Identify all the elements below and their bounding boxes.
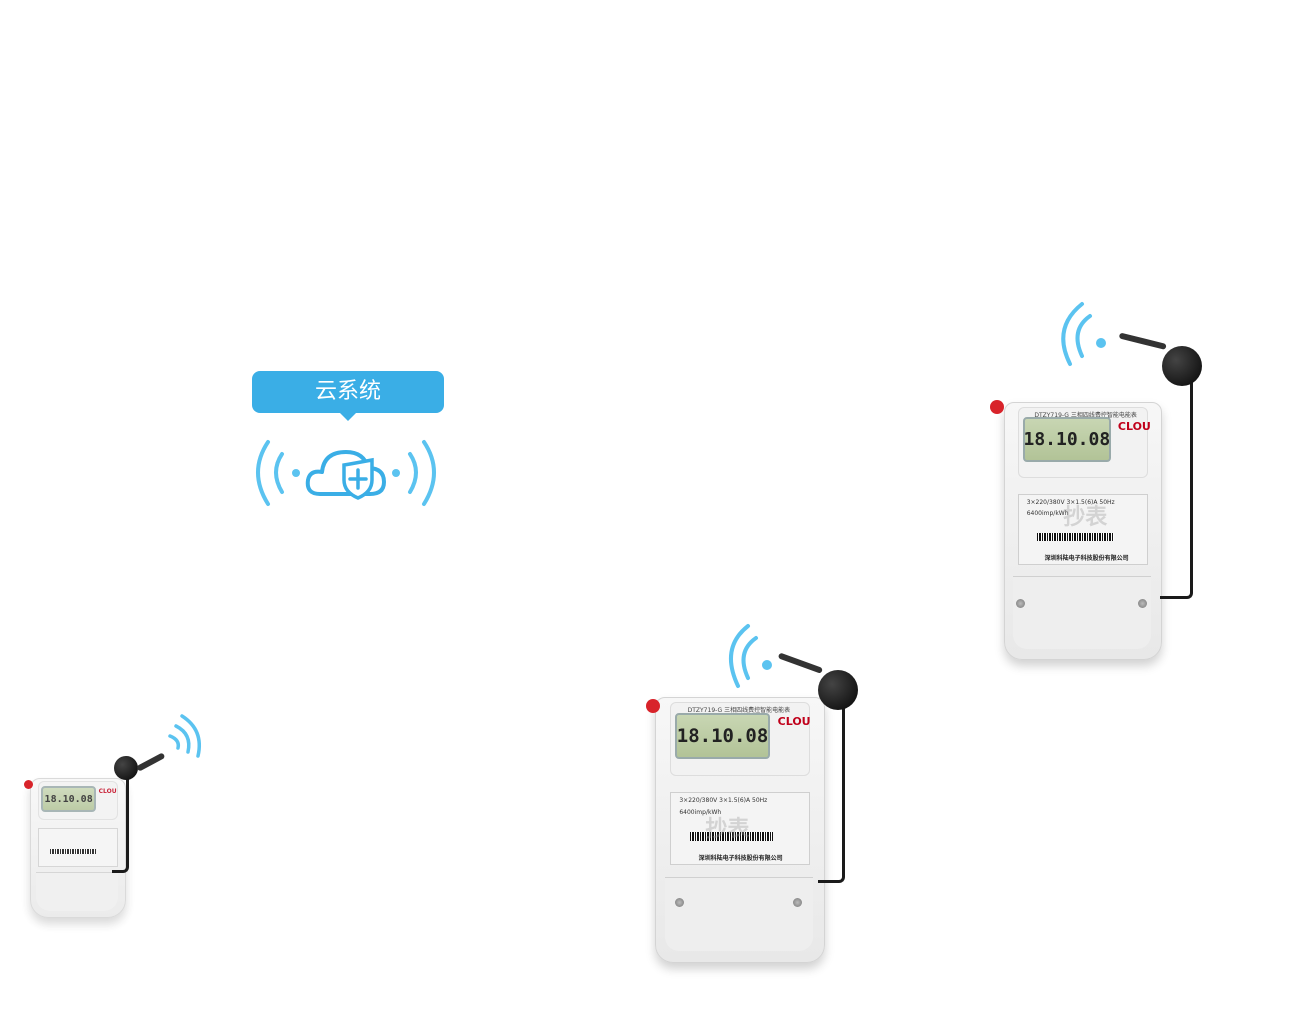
screw — [1138, 599, 1148, 609]
screw — [1016, 599, 1026, 609]
antenna-cable — [1160, 378, 1193, 599]
meter-brand: CLOU — [98, 787, 117, 795]
cloud-system-label-text: 云系统 — [314, 379, 381, 404]
meter-nameplate: 3×220/380V 3×1.5(6)A 50Hz 6400imp/kWh 深圳… — [1018, 494, 1148, 566]
cloud-shield-icon — [256, 440, 436, 506]
meter-lcd-display: 18.10.08 — [1022, 417, 1111, 463]
meter-lcd-display: 18.10.08 — [675, 712, 770, 760]
wifi-signal-icon — [729, 624, 772, 688]
watermark: 抄表 — [1063, 505, 1108, 531]
meter-small-left: 18.10.08 CLOU — [30, 778, 126, 918]
barcode — [50, 849, 97, 854]
meter-terminal-cover — [665, 876, 813, 952]
seal-icon — [24, 780, 33, 789]
seal-icon — [646, 699, 660, 713]
screw — [675, 897, 685, 907]
antenna-base — [818, 670, 858, 710]
antenna-cable — [818, 705, 845, 883]
meter-constant: 6400imp/kWh — [679, 808, 722, 816]
meter-model: DTZY719-G 三相四线费控智能电能表 — [687, 707, 791, 715]
meter-manufacturer: 深圳科陆电子科技股份有限公司 — [1044, 555, 1129, 563]
meter-center: DTZY719-G 三相四线费控智能电能表 18.10.08 CLOU 3×22… — [655, 697, 825, 963]
barcode — [690, 832, 774, 841]
antenna-cable — [112, 778, 129, 873]
barcode — [1036, 533, 1114, 542]
antenna-base — [114, 756, 138, 780]
meter-manufacturer: 深圳科陆电子科技股份有限公司 — [698, 854, 783, 862]
antenna-base — [1162, 346, 1202, 386]
watermark: 抄表 — [705, 816, 750, 842]
cloud-system-label: 云系统 — [252, 371, 444, 421]
meter-model: DTZY719-G 三相四线费控智能电能表 — [1034, 412, 1137, 420]
wifi-signal-icon — [168, 714, 201, 758]
meter-spec: 3×220/380V 3×1.5(6)A 50Hz — [1026, 499, 1115, 507]
antenna-rod — [777, 652, 824, 674]
meter-spec: 3×220/380V 3×1.5(6)A 50Hz — [679, 797, 768, 805]
meter-brand: CLOU — [1117, 419, 1151, 433]
screw — [792, 897, 802, 907]
meter-terminal-cover — [1013, 576, 1151, 649]
meter-right: DTZY719-G 三相四线费控智能电能表 18.10.08 CLOU 3×22… — [1004, 402, 1162, 660]
meter-nameplate — [38, 827, 118, 867]
meter-lcd-display: 18.10.08 — [41, 786, 97, 813]
seal-icon — [990, 400, 1004, 414]
meter-terminal-cover — [35, 871, 119, 912]
wifi-signal-icon — [1061, 302, 1106, 366]
meter-constant: 6400imp/kWh — [1026, 510, 1069, 518]
meter-nameplate: 3×220/380V 3×1.5(6)A 50Hz 6400imp/kWh 深圳… — [670, 792, 810, 866]
antenna-rod — [1118, 332, 1167, 350]
meter-brand: CLOU — [777, 715, 811, 729]
